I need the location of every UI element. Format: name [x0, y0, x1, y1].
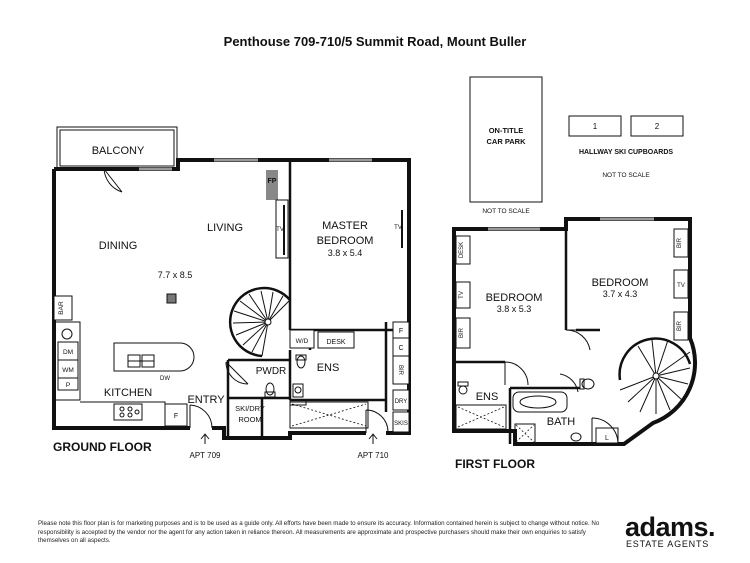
bedroom2-dims: 3.7 x 4.3	[603, 289, 638, 299]
master-label: MASTER	[322, 220, 368, 232]
dry-label: DRY	[395, 399, 408, 405]
kitchen-label: KITCHEN	[104, 387, 152, 399]
spiral-stairs-ground	[228, 286, 291, 358]
bar-label: BAR	[58, 301, 65, 315]
f-kitchen-label: F	[174, 413, 178, 420]
bir-first-top-label: BIR	[677, 237, 683, 248]
fireplace-label: FP	[268, 178, 277, 185]
kitchen-island	[113, 342, 195, 372]
ski-cupboard-1: 1	[593, 122, 598, 131]
p-label: P	[66, 382, 70, 389]
apt-710-arrow	[368, 433, 378, 444]
bath-label: BATH	[547, 416, 576, 428]
bir-first-bottom-label: BIR	[677, 320, 683, 331]
ground-floor: BALCONY FP TV TV DINING LIVING 7.7 x 8.5…	[52, 126, 411, 460]
ens-first-label: ENS	[476, 391, 499, 403]
apt-710-label: APT 710	[358, 451, 390, 460]
ens-ground-label: ENS	[317, 362, 340, 374]
tv-master-label: TV	[394, 225, 402, 231]
bedroom1-label: BEDROOM	[486, 292, 543, 304]
disclaimer-text: Please note this floor plan is for marke…	[38, 520, 600, 545]
car-park-note: NOT TO SCALE	[482, 208, 530, 215]
first-floor-outer-wall	[452, 217, 698, 446]
dining-label: DINING	[99, 240, 138, 252]
tv-first-right-label: TV	[677, 283, 685, 289]
balcony-label: BALCONY	[92, 145, 145, 157]
car-park: ON-TITLE CAR PARK NOT TO SCALE	[469, 76, 543, 215]
tv-first-left-label: TV	[459, 291, 465, 299]
f-right-label: F	[399, 328, 403, 335]
entry-label: ENTRY	[187, 394, 225, 406]
master-bedroom-label: BEDROOM	[317, 235, 374, 247]
brand-tagline: ESTATE AGENTS	[626, 539, 710, 549]
desk-first-label: DESK	[459, 242, 465, 258]
ski-dry-label: SKI/DRY	[235, 404, 265, 413]
spiral-stairs-first	[618, 337, 692, 414]
bir-first-left-label: BIR	[459, 327, 465, 338]
apt-709-arrow	[200, 433, 210, 444]
first-floor-label: FIRST FLOOR	[455, 457, 535, 471]
bir-right-label: BIR	[397, 365, 403, 376]
dw-label: DW	[160, 376, 170, 382]
ski-room-label: ROOM	[238, 415, 261, 424]
ski-cupboards-label: HALLWAY SKI CUPBOARDS	[579, 149, 673, 156]
ski-cupboards: 1 2 HALLWAY SKI CUPBOARDS NOT TO SCALE	[568, 115, 684, 179]
brand-logo: adams.	[625, 512, 716, 542]
column	[166, 293, 177, 304]
pwdr-label: PWDR	[256, 366, 287, 377]
skis-label: SKIS	[394, 421, 408, 427]
first-floor: DESK TV BIR BIR TV BIR BEDROOM 3.8 x 5.3…	[452, 217, 698, 471]
bedroom1-dims: 3.8 x 5.3	[497, 304, 532, 314]
bedroom2-label: BEDROOM	[592, 277, 649, 289]
ski-cupboard-2: 2	[655, 122, 660, 131]
car-park-label-2: CAR PARK	[486, 137, 526, 146]
tv-living-label: TV	[276, 227, 284, 233]
desk-label-ground: DESK	[326, 339, 345, 346]
dm-label: DM	[63, 349, 73, 356]
car-park-label-1: ON-TITLE	[489, 126, 524, 135]
l-label: L	[605, 435, 609, 442]
plan-title: Penthouse 709-710/5 Summit Road, Mount B…	[224, 34, 527, 49]
living-label: LIVING	[207, 222, 243, 234]
wm-label: WM	[62, 367, 74, 374]
ground-floor-label: GROUND FLOOR	[53, 440, 152, 454]
apt-709-label: APT 709	[190, 451, 222, 460]
fireplace	[266, 170, 278, 200]
master-dims: 3.8 x 5.4	[328, 248, 363, 258]
c-right-label: C	[398, 345, 403, 352]
ski-cupboards-note: NOT TO SCALE	[602, 172, 650, 179]
living-dims: 7.7 x 8.5	[158, 270, 193, 280]
wd-label: W/D	[296, 338, 309, 345]
